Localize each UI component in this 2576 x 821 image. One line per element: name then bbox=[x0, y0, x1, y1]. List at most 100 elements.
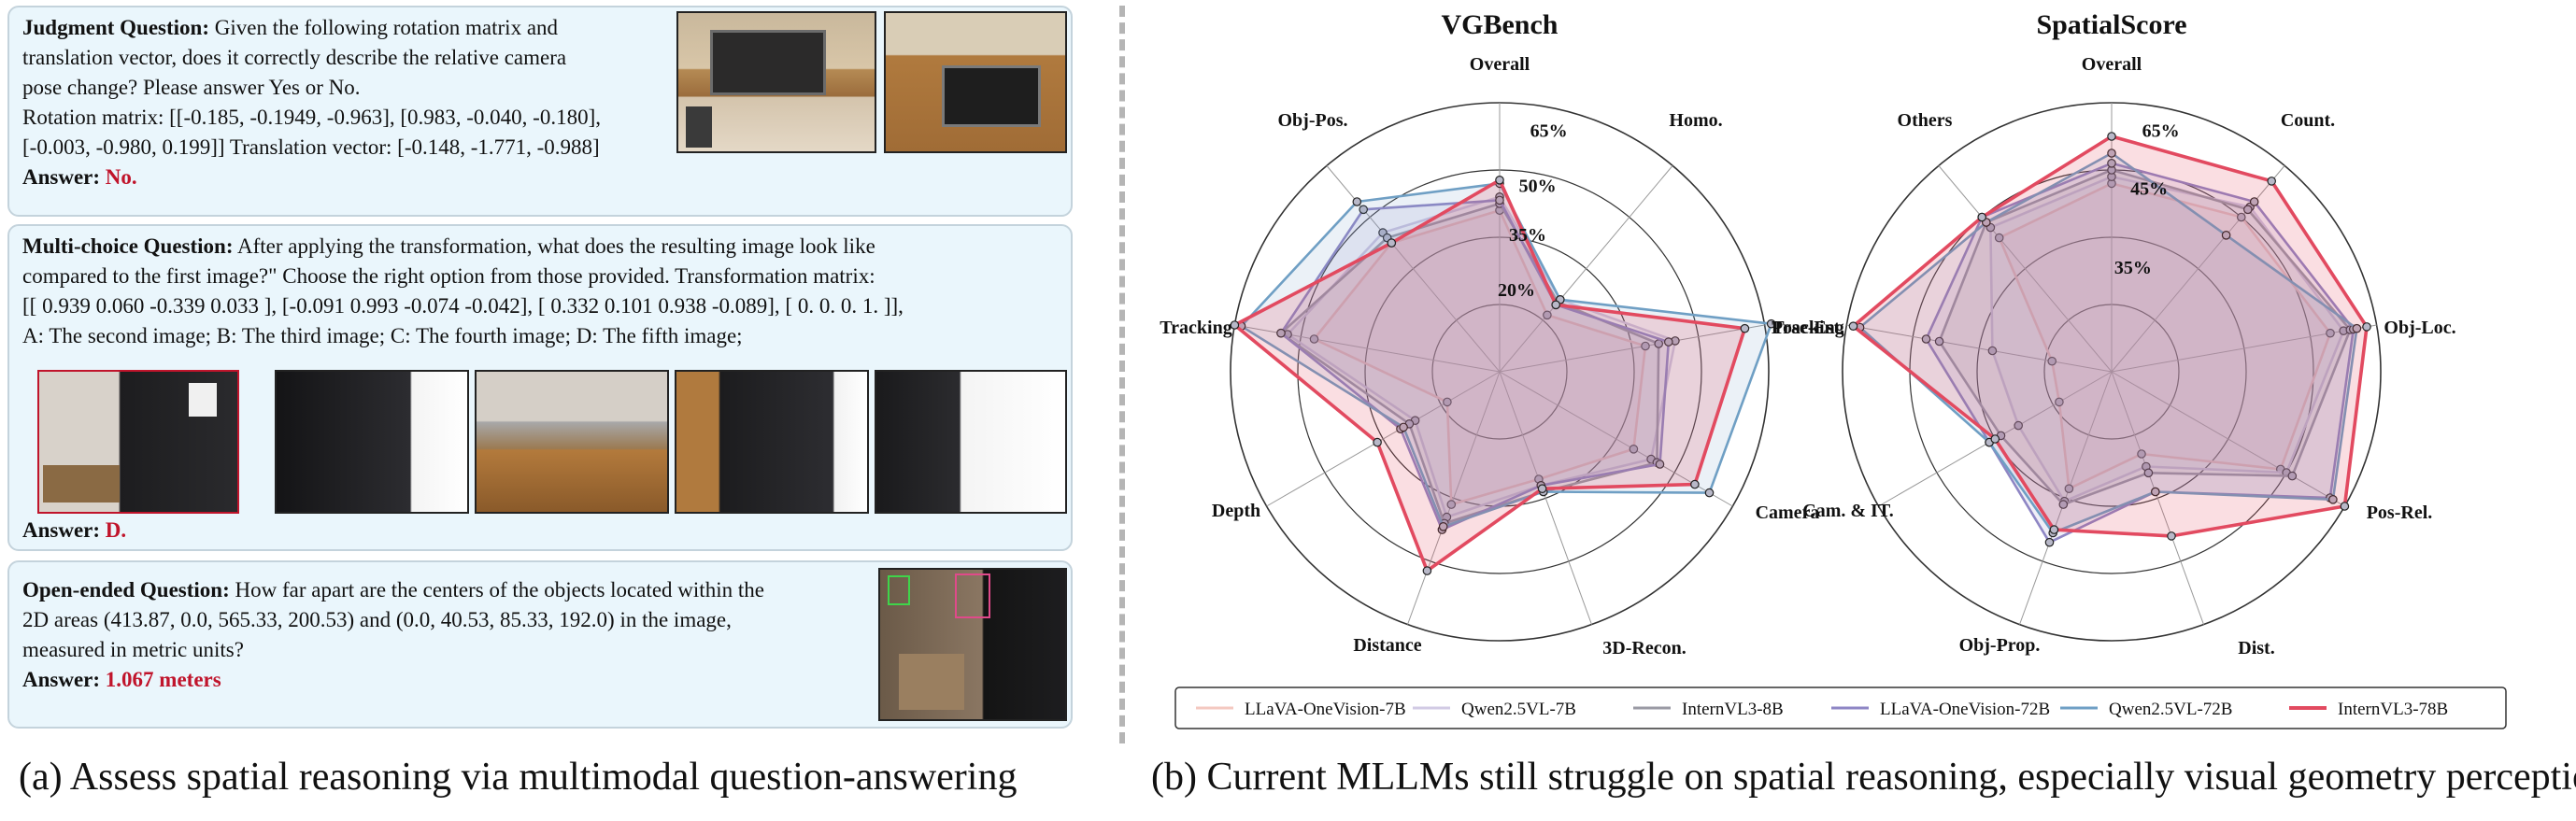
data-point bbox=[2143, 468, 2154, 478]
legend-label: LLaVA-OneVision-7B bbox=[1245, 700, 1406, 719]
axis-label: Cam. & IT. bbox=[1802, 501, 1893, 521]
panel-divider bbox=[1119, 6, 1125, 743]
judgment-line-1: translation vector, does it correctly de… bbox=[22, 46, 567, 69]
data-point bbox=[1352, 197, 1362, 206]
axis-label: Tracking bbox=[1772, 318, 1843, 338]
axis-label: Homo. bbox=[1669, 110, 1722, 131]
data-point bbox=[1641, 341, 1650, 351]
open-ended-line-1: 2D areas (413.87, 0.0, 565.33, 200.53) a… bbox=[22, 608, 732, 631]
radar-spoke bbox=[1266, 371, 1501, 507]
axis-label: Camera bbox=[1756, 503, 1820, 523]
data-point bbox=[1276, 328, 1286, 338]
data-point bbox=[2243, 205, 2253, 215]
data-point bbox=[2151, 487, 2160, 497]
data-point bbox=[1438, 521, 1448, 531]
axis-label: Dist. bbox=[2238, 638, 2274, 658]
data-point bbox=[2167, 531, 2176, 541]
radar-charts: 20%35%50%65%OverallHomo.Pose-Est.Camera3… bbox=[1160, 9, 2507, 729]
ring-label: 65% bbox=[1530, 120, 1568, 141]
photo-microwave-1 bbox=[676, 11, 876, 153]
data-point bbox=[1495, 195, 1504, 205]
data-point bbox=[1766, 318, 1776, 329]
open-ended-question-box: Open-ended Question: How far apart are t… bbox=[7, 560, 1073, 729]
data-point bbox=[2362, 322, 2371, 332]
data-point bbox=[2326, 328, 2335, 338]
data-point bbox=[2249, 197, 2259, 206]
judgment-question-text: Judgment Question: Given the following r… bbox=[22, 13, 676, 192]
series-polygon bbox=[1998, 182, 2332, 490]
open-ended-answer-label: Answer: bbox=[22, 668, 101, 691]
data-point bbox=[1443, 397, 1452, 407]
data-point bbox=[1977, 212, 1986, 222]
radar-spoke bbox=[1499, 371, 1592, 625]
open-ended-line-2: measured in metric units? bbox=[22, 638, 244, 661]
multi-choice-line-1: compared to the first image?" Choose the… bbox=[22, 264, 875, 288]
radar-spoke bbox=[1846, 324, 2113, 373]
data-point bbox=[2137, 449, 2146, 459]
data-point bbox=[2047, 356, 2057, 366]
multi-choice-label: Multi-choice Question: bbox=[22, 234, 234, 258]
photo-option-second bbox=[275, 370, 469, 514]
data-point bbox=[1551, 300, 1560, 310]
data-point bbox=[2107, 132, 2116, 141]
data-point bbox=[1399, 422, 1408, 432]
data-point bbox=[2107, 159, 2116, 168]
multi-choice-question-text: Multi-choice Question: After applying th… bbox=[22, 232, 1060, 351]
axis-label: Overall bbox=[1470, 54, 1530, 75]
series-polygon bbox=[1313, 208, 1647, 506]
data-point bbox=[2352, 323, 2362, 333]
multi-choice-line-0: After applying the transformation, what … bbox=[233, 234, 875, 258]
data-point bbox=[2014, 420, 2023, 431]
multi-choice-line-3: A: The second image; B: The third image;… bbox=[22, 324, 743, 347]
radar-vgbench: 20%35%50%65%OverallHomo.Pose-Est.Camera3… bbox=[1160, 9, 1844, 658]
data-point bbox=[1359, 205, 1368, 215]
data-point bbox=[1629, 444, 1639, 454]
judgment-line-2: pose change? Please answer Yes or No. bbox=[22, 76, 361, 99]
data-point bbox=[2058, 500, 2069, 509]
series-polygon bbox=[1938, 168, 2352, 506]
axis-label: Obj-Prop. bbox=[1959, 635, 2041, 656]
data-point bbox=[2287, 471, 2298, 481]
data-point bbox=[1664, 337, 1673, 347]
axis-label: Pose-Est. bbox=[1772, 318, 1844, 338]
data-point bbox=[2340, 502, 2350, 511]
radar-spoke bbox=[1499, 165, 1673, 373]
multi-choice-answer: Answer: D. bbox=[22, 516, 126, 545]
judgment-label: Judgment Question: bbox=[22, 16, 209, 39]
axis-label: Tracking bbox=[1160, 318, 1231, 338]
ring-label: 65% bbox=[2142, 120, 2180, 141]
photo-fridge-reference bbox=[37, 370, 239, 514]
data-point bbox=[2044, 537, 2055, 547]
data-point bbox=[1994, 233, 2004, 243]
radar-spoke bbox=[2111, 371, 2204, 625]
data-point bbox=[2328, 494, 2338, 504]
data-point bbox=[1990, 434, 2000, 444]
radar-spoke bbox=[1499, 324, 1765, 373]
radar-spatialscore: 35%45%65%OverallCount.Obj-Loc.Pos-Rel.Di… bbox=[1772, 9, 2455, 658]
caption-a: (a) Assess spatial reasoning via multimo… bbox=[19, 756, 1018, 799]
data-point bbox=[1987, 346, 1998, 356]
radar-spoke bbox=[1938, 165, 2113, 373]
axis-label: Obj-Pos. bbox=[1278, 110, 1348, 131]
ring-label: 35% bbox=[1509, 225, 1546, 246]
data-point bbox=[1740, 323, 1750, 333]
photo-microwave-2 bbox=[884, 11, 1067, 153]
data-point bbox=[2267, 177, 2276, 186]
multi-choice-line-2: [[ 0.939 0.060 -0.339 0.033 ], [-0.091 0… bbox=[22, 294, 904, 318]
ring-label: 45% bbox=[2130, 178, 2168, 199]
series-polygon bbox=[1279, 199, 1671, 531]
multi-choice-answer-value: D. bbox=[105, 518, 127, 542]
judgment-question-box: Judgment Question: Given the following r… bbox=[7, 6, 1073, 217]
open-ended-question-text: Open-ended Question: How far apart are t… bbox=[22, 575, 863, 695]
data-point bbox=[2221, 231, 2231, 240]
judgment-line-0: Given the following rotation matrix and bbox=[209, 16, 559, 39]
data-point bbox=[1422, 566, 1432, 575]
axis-label: Overall bbox=[2082, 54, 2142, 75]
data-point bbox=[1921, 334, 1931, 344]
photo-fireplace bbox=[878, 568, 1067, 721]
data-point bbox=[1934, 336, 1944, 347]
legend-label: LLaVA-OneVision-72B bbox=[1880, 700, 2050, 719]
multi-choice-question-box: Multi-choice Question: After applying th… bbox=[7, 224, 1073, 551]
data-point bbox=[1543, 310, 1552, 320]
